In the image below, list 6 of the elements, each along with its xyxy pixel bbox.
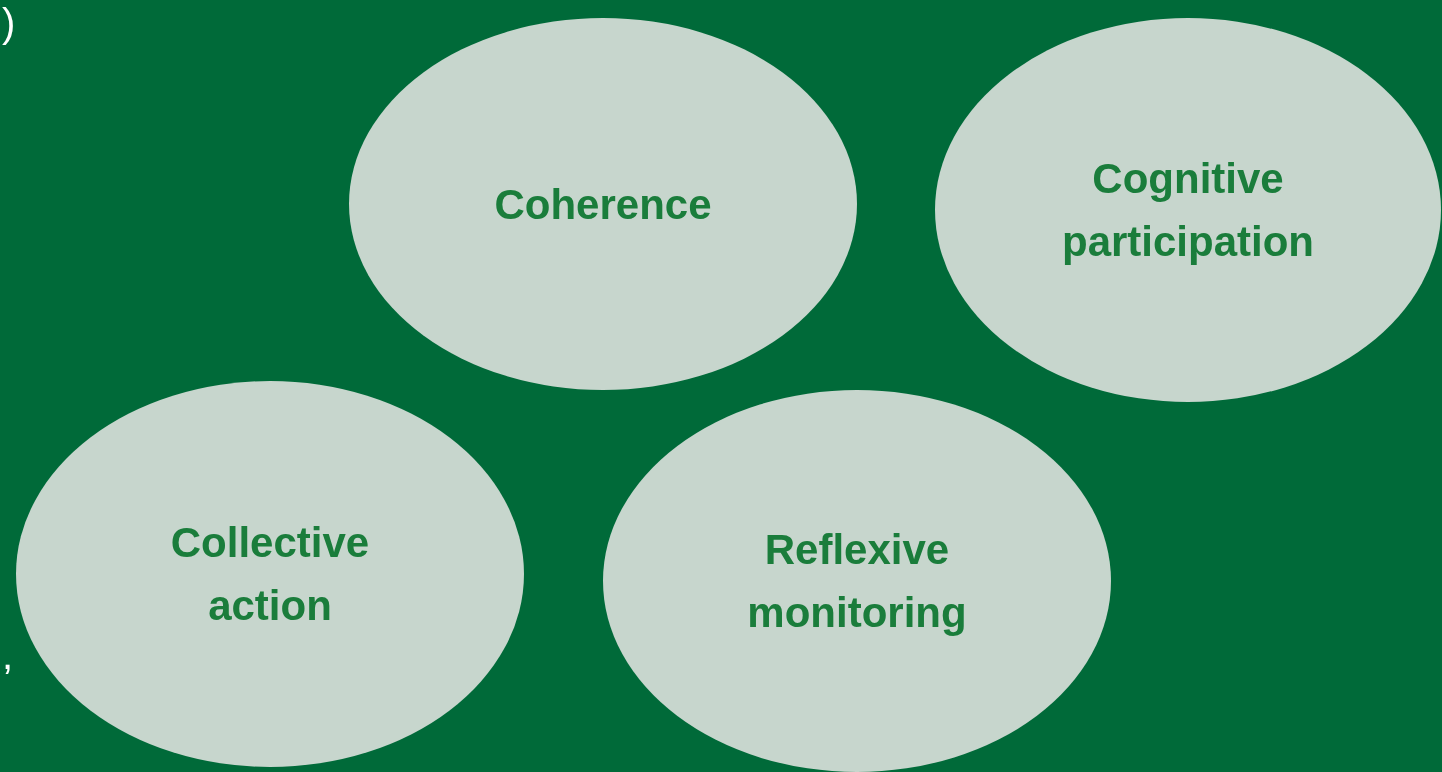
node-label: Reflexive monitoring: [746, 525, 968, 638]
node-label: Collective action: [169, 518, 371, 631]
node-label: Coherence: [493, 179, 713, 230]
node-label: Cognitive participation: [1061, 154, 1315, 267]
text-fragment: ,: [2, 632, 14, 678]
text-fragment: ): [2, 0, 16, 46]
